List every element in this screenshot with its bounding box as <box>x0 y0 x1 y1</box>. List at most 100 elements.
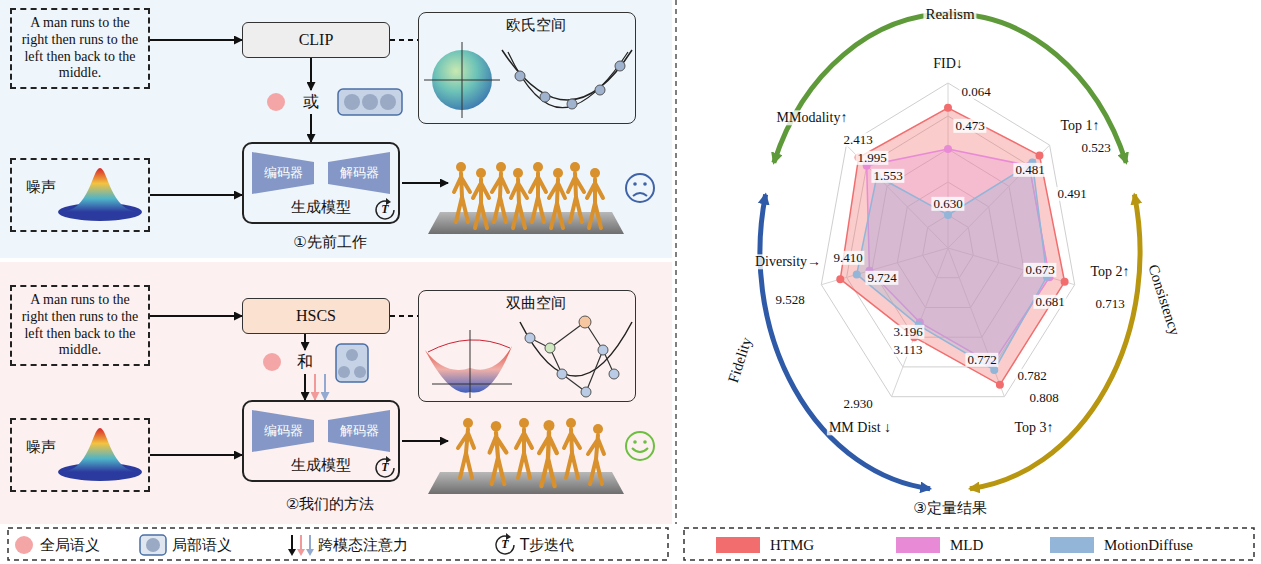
euclidean-illustration-part <box>462 42 463 118</box>
text-prompt-box: A man runs to the right then runs to the… <box>10 8 150 89</box>
human-figures-part <box>553 168 563 178</box>
hyperbolic-illustration-part <box>579 316 591 328</box>
node-text: 和 <box>297 352 313 373</box>
human-figures-part <box>593 424 603 434</box>
noise-gaussian-part <box>60 428 140 472</box>
trapezoid-fill <box>252 152 314 194</box>
chart-label: FID↓ <box>931 56 965 71</box>
panel-band: ①先前工作 A man runs to the right then runs t… <box>0 0 668 258</box>
chart-label: 0.064 <box>959 85 992 99</box>
euclidean-illustration-part <box>615 61 625 71</box>
semantic-markers-part <box>354 366 366 378</box>
legend-text: HTMG <box>770 537 814 554</box>
encoder-trapezoid: 编码器 <box>252 152 314 194</box>
hyperbolic-illustration-part <box>425 346 512 393</box>
euclidean-illustration-part <box>515 71 525 81</box>
legend-icons-part <box>291 535 293 551</box>
connector-arrow <box>310 114 312 142</box>
text-prompt-box: A man runs to the right then runs to the… <box>10 285 150 366</box>
human-figures <box>454 162 604 486</box>
noise-box: 噪声 <box>10 418 150 492</box>
chart-label: 2.413 <box>841 133 874 147</box>
connector-arrow <box>304 374 306 400</box>
human-figures-part <box>519 418 529 428</box>
legend-icons-part <box>376 201 394 219</box>
panel-backgrounds-part <box>0 262 672 524</box>
operator-word: 或 <box>296 90 326 114</box>
human-figures-part <box>590 168 600 178</box>
connector-arrow <box>304 334 306 350</box>
radar-chart-part <box>853 270 861 278</box>
connector-arrow <box>390 39 418 41</box>
iteration-symbol: T <box>501 538 508 551</box>
human-figures-part <box>454 173 470 222</box>
chart-label: 3.196 <box>891 325 924 339</box>
chart-label: 0.491 <box>1055 187 1088 201</box>
human-figures-part <box>491 421 502 432</box>
chart-label: 0.481 <box>1013 163 1046 177</box>
motion-output-part <box>428 472 624 494</box>
radar-chart-part <box>836 275 844 283</box>
legend-icons-part <box>288 549 296 556</box>
legend-text: T步迭代 <box>520 536 574 555</box>
legend-text: 局部语义 <box>172 536 232 555</box>
euclidean-illustration-part <box>567 99 577 109</box>
panel-backgrounds-part <box>0 0 672 258</box>
panel-backgrounds-part <box>8 528 668 560</box>
encoder-trapezoid: 编码器 <box>252 410 314 452</box>
semantic-markers-part <box>346 349 358 361</box>
trapezoid-fill <box>328 410 390 452</box>
legend-swatch <box>1050 537 1094 553</box>
node-text: 噪声 <box>26 178 56 197</box>
node-text: A man runs to the right then runs to the… <box>22 292 139 357</box>
connector-arrow <box>150 315 242 317</box>
chart-label: 0.772 <box>965 353 998 367</box>
euclidean-illustration <box>424 42 632 118</box>
chart-label: Top 3↑ <box>1012 420 1055 435</box>
chart-label: Top 2↑ <box>1088 264 1131 279</box>
hyperbolic-illustration-part <box>598 345 608 355</box>
chart-label: 0.630 <box>931 197 964 211</box>
motion-output-part <box>633 193 647 196</box>
chart-label: 1.995 <box>855 151 888 165</box>
legend-icons-part <box>309 535 311 551</box>
human-figures-part <box>456 162 466 172</box>
connector-arrow <box>390 315 418 317</box>
motion-output-part <box>626 432 654 460</box>
node-text: 编码器 <box>264 164 303 182</box>
chart-label: 0.808 <box>1027 391 1060 405</box>
motion-output-part <box>633 440 637 444</box>
human-figures-part <box>490 433 507 484</box>
hyperbolic-illustration-part <box>557 369 567 379</box>
motion-output-part <box>643 182 647 186</box>
euclidean-illustration-part <box>508 52 628 108</box>
chart-label: 0.713 <box>1093 297 1126 311</box>
radar-chart-part <box>857 163 1047 370</box>
euclidean-illustration-part <box>540 92 550 102</box>
generative-model-box: 生成模型编码器解码器 <box>242 400 400 482</box>
node-text: 生成模型 <box>291 456 351 475</box>
radar-chart-part <box>996 381 1004 389</box>
chart-label: Top 1↑ <box>1058 118 1101 133</box>
node-text: 双曲空间 <box>506 294 566 313</box>
noise-box: 噪声 <box>10 158 150 232</box>
chart-label: 2.930 <box>841 397 874 411</box>
trapezoid-fill <box>328 152 390 194</box>
human-figures-part <box>539 432 557 486</box>
radar-chart-part <box>944 145 952 153</box>
noise-gaussian <box>58 168 142 481</box>
human-figures-part <box>458 429 474 478</box>
human-figures-part <box>587 179 603 228</box>
hyperbolic-illustration <box>425 316 632 398</box>
semantic-markers-part <box>380 94 396 110</box>
semantic-markers-part <box>338 89 402 115</box>
hyperbolic-illustration-part <box>525 333 535 343</box>
radar-chart-part <box>1035 151 1043 159</box>
chart-label: Consistency <box>1144 261 1184 340</box>
node-text: ①先前工作 <box>293 233 366 252</box>
chart-label: 0.681 <box>1033 295 1066 309</box>
radar-chart-part <box>944 104 952 112</box>
legend-icons <box>140 198 514 556</box>
human-figures-part <box>492 173 508 222</box>
